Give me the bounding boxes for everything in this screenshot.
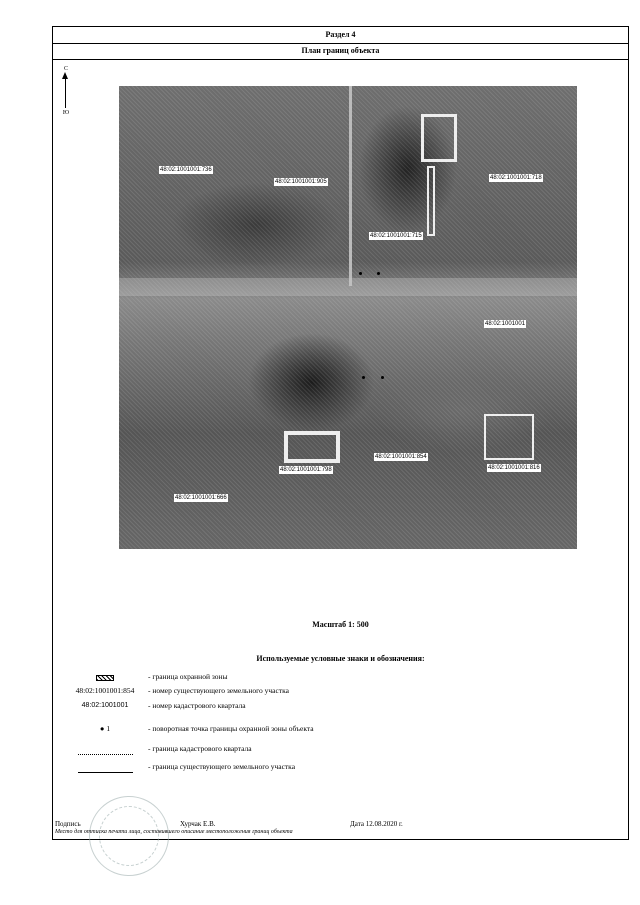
legend: - граница охранной зоны 48:02:1001001:85…: [60, 672, 620, 782]
turn-point-icon: [359, 272, 362, 275]
section-header: Раздел 4: [53, 27, 628, 44]
plot-boundary-icon: [60, 766, 150, 776]
legend-text: - поворотная точка границы охранной зоны…: [148, 724, 314, 733]
legend-symbol: 48:02:1001001: [81, 702, 129, 709]
cadastral-quarter-label: 48:02:1001001: [484, 320, 527, 328]
legend-text: - граница кадастрового квартала: [148, 744, 252, 753]
legend-title: Используемые условные знаки и обозначени…: [256, 654, 425, 663]
plot-label: 48:02:1001001:816: [487, 464, 541, 472]
seal-stamp-icon: [89, 796, 169, 876]
document-frame: Раздел 4 План границ объекта: [52, 26, 629, 840]
turn-point-legend-icon: ● 1: [99, 724, 111, 733]
quarter-boundary-icon: [60, 748, 150, 758]
plot-label: 48:02:1001001:798: [279, 466, 333, 474]
plot-label: 48:02:1001001:736: [159, 166, 213, 174]
north-arrow-icon: С Ю: [60, 66, 72, 118]
road-strip: [119, 278, 577, 296]
road-line: [349, 86, 352, 286]
plot-label: 48:02:1001001:905: [274, 178, 328, 186]
page-title: План границ объекта: [53, 43, 628, 60]
legend-text: - граница охранной зоны: [148, 672, 228, 681]
turn-point-icon: [362, 376, 365, 379]
legend-text: - граница существующего земельного участ…: [148, 762, 296, 771]
seal-stamp-inner-icon: [99, 806, 159, 866]
map-scale: Масштаб 1: 500: [312, 620, 369, 629]
legend-symbol: 48:02:1001001:854: [75, 686, 135, 695]
signature-label: Подпись: [55, 820, 81, 828]
building-outline: [284, 431, 340, 463]
satellite-map: 48:02:1001001:736 48:02:1001001:905 48:0…: [119, 86, 577, 549]
south-label: Ю: [62, 110, 70, 116]
stamp-note: Место для оттиска печати лица, составивш…: [55, 829, 293, 835]
turn-point-icon: [381, 376, 384, 379]
signature-date: Дата 12.08.2020 г.: [350, 820, 403, 828]
legend-text: - номер кадастрового квартала: [148, 701, 246, 710]
building-outline: [427, 166, 435, 236]
north-label: С: [63, 66, 68, 72]
signature-block: Подпись Хурчак Е.В. Дата 12.08.2020 г. М…: [55, 820, 625, 842]
plot-label: 48:02:1001001:718: [489, 174, 543, 182]
turn-point-icon: [377, 272, 380, 275]
signer-name: Хурчак Е.В.: [180, 820, 216, 828]
plot-label: 48:02:1001001:854: [374, 453, 428, 461]
plot-label: 48:02:1001001:715: [369, 232, 423, 240]
building-outline: [421, 114, 457, 162]
zone-boundary-icon: [60, 674, 150, 684]
building-outline: [484, 414, 534, 460]
plot-label: 48:02:1001001:666: [174, 494, 228, 502]
legend-text: - номер существующего земельного участка: [148, 686, 289, 695]
